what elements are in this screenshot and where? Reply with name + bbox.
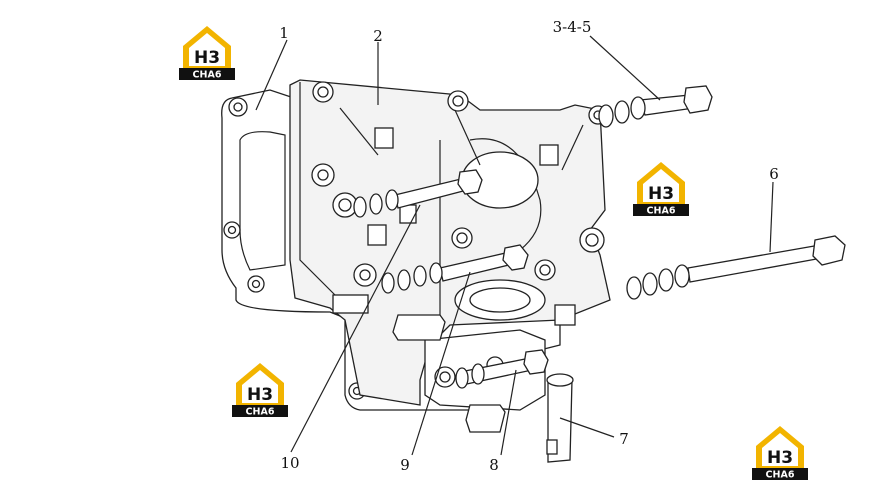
leader-8 xyxy=(500,369,517,456)
pin-7 xyxy=(546,373,574,463)
bolt-8 xyxy=(455,349,549,389)
callout-1: 1 xyxy=(279,24,289,42)
leader-9 xyxy=(411,271,471,456)
bolt-9 xyxy=(381,244,529,294)
callout-labels: 1 2 3-4-5 6 7 8 9 10 xyxy=(279,18,779,474)
callout-9: 9 xyxy=(400,456,410,474)
callout-10: 10 xyxy=(280,454,299,472)
callout-7: 7 xyxy=(619,430,629,448)
watermark-logo xyxy=(232,363,288,418)
callout-6: 6 xyxy=(769,165,779,183)
callout-2: 2 xyxy=(373,27,383,45)
leader-lines xyxy=(255,35,774,456)
callout-3-4-5: 3-4-5 xyxy=(553,18,592,36)
leader-7 xyxy=(559,417,615,438)
watermark-logo xyxy=(179,26,235,81)
leader-6 xyxy=(769,181,774,253)
long-bolt-6 xyxy=(626,235,846,300)
watermark-logo xyxy=(752,426,808,481)
bolt-10 xyxy=(353,169,483,218)
leader-10 xyxy=(290,204,421,453)
bolt-assembly-3-4-5 xyxy=(598,85,713,128)
watermark-logo xyxy=(633,162,689,217)
leader-3 xyxy=(589,35,661,101)
callout-8: 8 xyxy=(489,456,499,474)
leader-1 xyxy=(255,39,288,111)
